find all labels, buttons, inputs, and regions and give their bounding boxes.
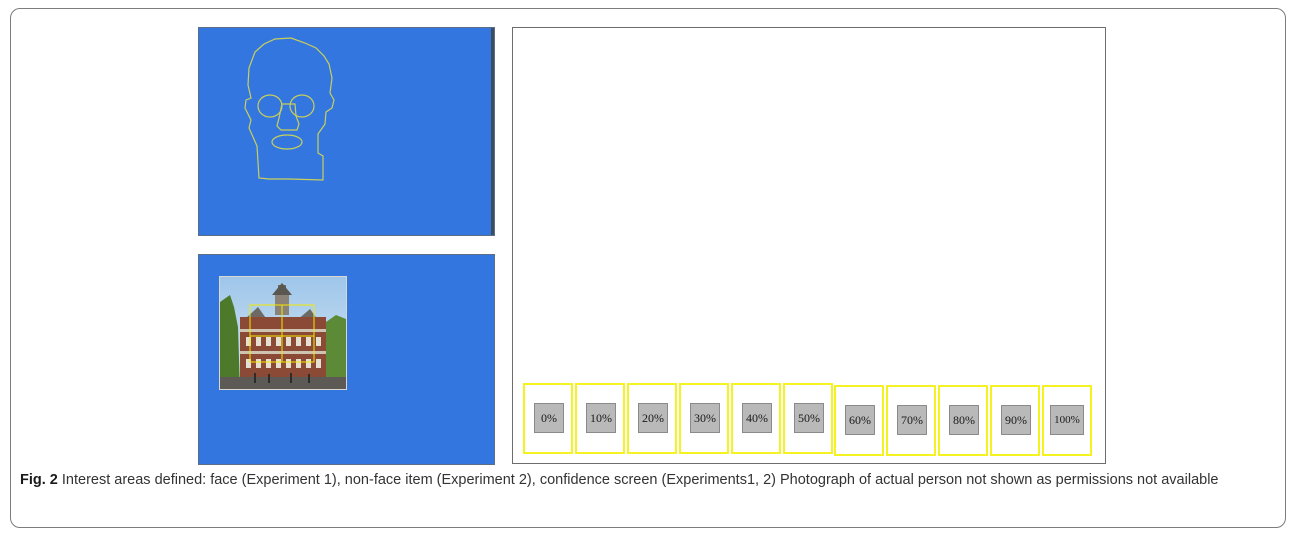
confidence-option-button[interactable]: 50% (794, 403, 824, 433)
confidence-option-cell[interactable]: 10% (575, 383, 625, 454)
confidence-option-button[interactable]: 100% (1050, 405, 1084, 435)
confidence-option-button[interactable]: 20% (638, 403, 668, 433)
confidence-option-button[interactable]: 80% (949, 405, 979, 435)
confidence-option-cell[interactable]: 60% (834, 385, 884, 456)
building-photo (219, 276, 347, 390)
figure-frame (10, 8, 1286, 528)
confidence-option-cell[interactable]: 70% (886, 385, 936, 456)
confidence-scale-row: 0% 10% 20% 30% 40% 50% 60% 70% 80% 90% 100% (523, 383, 1095, 459)
confidence-option-button[interactable]: 60% (845, 405, 875, 435)
confidence-option-button[interactable]: 30% (690, 403, 720, 433)
confidence-option-button[interactable]: 40% (742, 403, 772, 433)
confidence-option-cell[interactable]: 30% (679, 383, 729, 454)
mouth-outline (271, 134, 303, 150)
confidence-screen-panel: 0% 10% 20% 30% 40% 50% 60% 70% 80% 90% 100% (512, 27, 1106, 464)
confidence-option-cell[interactable]: 0% (523, 383, 573, 454)
confidence-option-button[interactable]: 70% (897, 405, 927, 435)
non-face-item-panel (198, 254, 495, 465)
face-outline-drawing (244, 37, 335, 181)
left-eye-outline (257, 94, 283, 118)
figure-label: Fig. 2 (20, 472, 58, 488)
interest-box-lower-right (281, 335, 315, 363)
figure-caption: Fig. 2 Interest areas defined: face (Exp… (20, 470, 1275, 491)
building-photo-illustration (220, 277, 346, 389)
confidence-option-cell[interactable]: 20% (627, 383, 677, 454)
confidence-option-button[interactable]: 90% (1001, 405, 1031, 435)
confidence-option-button[interactable]: 0% (534, 403, 564, 433)
confidence-option-cell[interactable]: 40% (731, 383, 781, 454)
nose-outline (276, 103, 300, 131)
face-contour-outline (244, 37, 335, 181)
confidence-option-button[interactable]: 10% (586, 403, 616, 433)
panel-edge-strip (491, 28, 494, 235)
confidence-option-cell[interactable]: 50% (783, 383, 833, 454)
caption-text: Interest areas defined: face (Experiment… (57, 472, 1219, 488)
confidence-option-cell[interactable]: 80% (938, 385, 988, 456)
right-eye-outline (289, 94, 315, 118)
face-interest-area-panel (198, 27, 495, 236)
confidence-option-cell[interactable]: 100% (1042, 385, 1092, 456)
confidence-option-cell[interactable]: 90% (990, 385, 1040, 456)
